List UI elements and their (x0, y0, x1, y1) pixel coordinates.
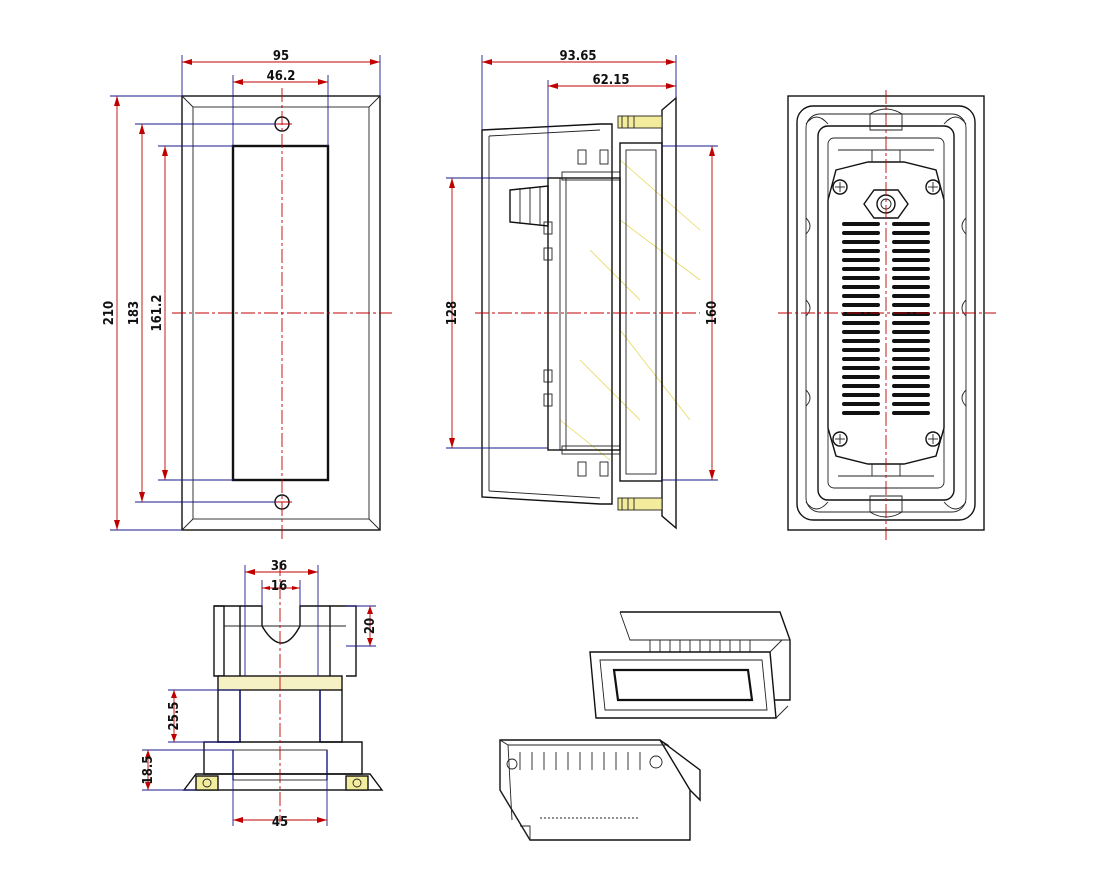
heatsink-fin (842, 240, 880, 244)
isometric-front-view (589, 611, 791, 719)
bottom-section-view: 36 16 20 25.5 18.5 45 (141, 559, 384, 830)
heatsink-fin (842, 411, 880, 415)
dim-bottom-gland-height: 25.5 (167, 702, 182, 731)
heatsink-fin (892, 303, 930, 307)
heatsink-fin (842, 366, 880, 370)
iso-front-window (612, 668, 754, 702)
rear-heatsink-fins (842, 222, 930, 415)
dim-bottom-base-width: 45 (272, 815, 288, 830)
bottom-screw (617, 497, 663, 511)
rear-screw-bl (832, 431, 848, 447)
dim-bottom-flange-height: 18.5 (141, 756, 156, 785)
heatsink-fin (842, 330, 880, 334)
bottom-cable-slot (240, 605, 330, 644)
heatsink-fin (842, 258, 880, 262)
rear-screw-tl (832, 179, 848, 195)
rear-inner-plate (827, 161, 945, 465)
dim-bottom-slot-depth: 20 (363, 618, 378, 634)
heatsink-fin (842, 267, 880, 271)
heatsink-fin (892, 231, 930, 235)
heatsink-fin (842, 393, 880, 397)
heatsink-fin (842, 222, 880, 226)
heatsink-fin (842, 249, 880, 253)
rear-screw-tr (925, 179, 941, 195)
iso-rear-body (499, 739, 691, 841)
heatsink-fin (892, 276, 930, 280)
heatsink-fin (892, 402, 930, 406)
heatsink-fin (892, 294, 930, 298)
side-inner-module (547, 177, 621, 451)
heatsink-fin (842, 285, 880, 289)
heatsink-fin (892, 339, 930, 343)
dim-window-width: 46.2 (267, 69, 296, 84)
heatsink-fin (842, 348, 880, 352)
rear-screw-br (925, 431, 941, 447)
top-screw (617, 115, 663, 129)
heatsink-fin (892, 258, 930, 262)
heatsink-fin (892, 348, 930, 352)
dim-side-body-height: 128 (445, 301, 460, 325)
dim-bottom-slot-width: 16 (271, 579, 287, 594)
front-view: 95 46.2 210 183 161.2 (102, 49, 392, 540)
heatsink-fin (842, 375, 880, 379)
heatsink-fin (892, 240, 930, 244)
isometric-rear-view (499, 739, 701, 841)
heatsink-fin (892, 384, 930, 388)
dim-bottom-outer-width: 36 (271, 559, 287, 574)
dim-window-height: 161.2 (150, 295, 165, 332)
dim-front-width: 95 (273, 49, 289, 64)
cable-gland (509, 185, 549, 227)
side-rear-body (481, 123, 613, 505)
heatsink-fin (892, 285, 930, 289)
heatsink-fin (842, 357, 880, 361)
heatsink-fin (892, 267, 930, 271)
heatsink-fin (842, 303, 880, 307)
dim-hole-spacing: 183 (127, 301, 142, 325)
heatsink-fin (842, 231, 880, 235)
heatsink-fin (892, 330, 930, 334)
rear-view (778, 90, 996, 540)
heatsink-fin (892, 375, 930, 379)
heatsink-fin (842, 402, 880, 406)
dim-side-depth: 93.65 (560, 49, 597, 64)
heatsink-fin (842, 294, 880, 298)
dim-side-body-depth: 62.15 (593, 73, 630, 88)
heatsink-fin (892, 393, 930, 397)
heatsink-fin (842, 321, 880, 325)
iso-front-bezel (589, 651, 777, 719)
heatsink-fin (842, 339, 880, 343)
heatsink-fin (892, 222, 930, 226)
heatsink-fin (842, 276, 880, 280)
heatsink-fin (892, 357, 930, 361)
side-bezel-lip (661, 96, 677, 530)
heatsink-fin (892, 366, 930, 370)
dim-front-height: 210 (102, 301, 117, 325)
dim-side-flange-height: 160 (705, 301, 720, 325)
heatsink-fin (892, 411, 930, 415)
heatsink-fin (842, 384, 880, 388)
side-view: 93.65 62.15 128 160 (445, 49, 720, 530)
heatsink-fin (892, 321, 930, 325)
rear-gland-nut (863, 189, 909, 219)
heatsink-fin (892, 249, 930, 253)
